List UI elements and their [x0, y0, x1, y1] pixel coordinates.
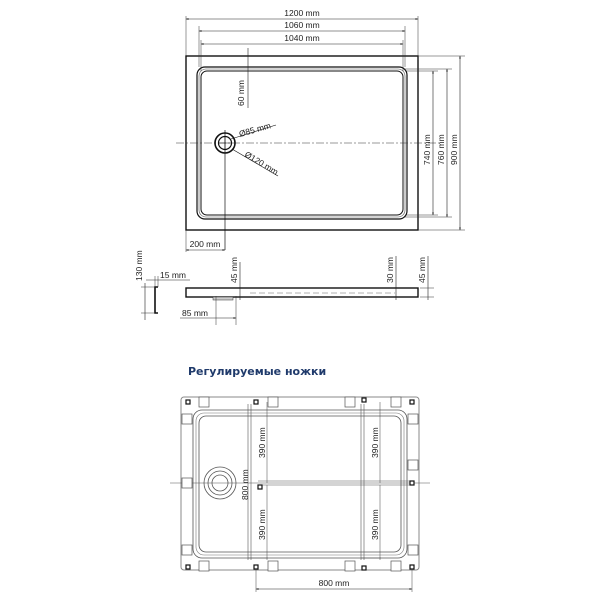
width-outer-dim: 1200 mm	[284, 8, 319, 18]
height-left-dim: 45 mm	[229, 257, 239, 283]
legs-title: Регулируемые ножки	[188, 365, 326, 378]
side-view: 85 mm 45 mm 30 mm 45 mm 130 mm 15 mm	[134, 250, 434, 325]
top-view: Ø85 mm Ø120 mm 1200 mm 1060 mm 1040 mm 6…	[176, 8, 465, 252]
profile-thickness-dim: 15 mm	[160, 270, 186, 280]
drain-offset-dim: 200 mm	[190, 239, 221, 249]
leg-span-top-left: 390 mm	[257, 427, 267, 458]
height-inner-dim: 740 mm	[422, 134, 432, 165]
depth-right-dim: 30 mm	[385, 257, 395, 283]
width-inner-dim: 1040 mm	[284, 33, 319, 43]
width-mid-dim: 1060 mm	[284, 20, 319, 30]
height-mid-dim: 760 mm	[436, 134, 446, 165]
height-outer-dim: 900 mm	[449, 134, 459, 165]
profile-height-dim: 130 mm	[134, 250, 144, 281]
leg-span-top-right: 390 mm	[370, 427, 380, 458]
adjustable-feet	[185, 397, 415, 571]
height-right-dim: 45 mm	[417, 257, 427, 283]
height-total-dim: 800 mm	[240, 469, 250, 500]
rim-offset-dim: 60 mm	[236, 80, 246, 106]
leg-span-bottom-right: 390 mm	[370, 509, 380, 540]
drain-outer-dim: Ø120 mm	[243, 149, 280, 177]
leg-span-bottom-left: 390 mm	[257, 509, 267, 540]
drain-width-dim: 85 mm	[182, 308, 208, 318]
bottom-view: Регулируемые ножки	[170, 365, 430, 592]
drain-inner-dim: Ø85 mm	[238, 120, 272, 139]
leg-pads	[181, 396, 419, 572]
width-total-dim: 800 mm	[319, 578, 350, 588]
